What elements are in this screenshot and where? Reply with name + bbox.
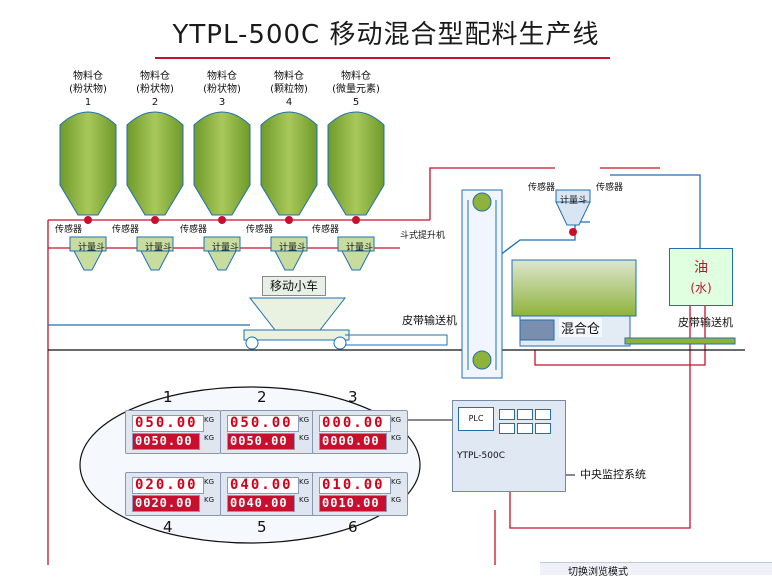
- cart-label: 移动小车: [262, 276, 326, 296]
- oil-label: 油: [694, 260, 708, 276]
- silo-label-2: 物料仓(粉状物)2: [136, 71, 174, 108]
- meter-label-2: 计量斗: [145, 243, 173, 253]
- water-label: (水): [690, 281, 712, 295]
- panel-number-1: 1: [163, 388, 173, 406]
- liquid-hopper: [555, 189, 591, 226]
- panel-2-total: 0050.00: [227, 433, 295, 450]
- taskbar-mode-label[interactable]: 切换浏览模式: [568, 567, 628, 578]
- oil-tank: 油 (水): [669, 248, 733, 306]
- display-panel-6: 010.00 KG 0010.00 KG: [312, 472, 408, 516]
- cabinet-button[interactable]: [499, 423, 515, 434]
- panel-3-unit: KG: [391, 416, 402, 424]
- meter-label-5: 计量斗: [346, 243, 374, 253]
- panel-3-unit-2: KG: [391, 434, 402, 442]
- panel-3-value: 000.00: [319, 415, 391, 432]
- panel-2-value: 050.00: [227, 415, 299, 432]
- sensor-label-6: 传感器: [528, 183, 556, 193]
- panel-6-unit-2: KG: [391, 496, 402, 504]
- mixer-drum: [511, 259, 637, 347]
- title-underline: [155, 57, 610, 59]
- panel-6-total: 0010.00: [319, 495, 387, 512]
- panel-6-value: 010.00: [319, 477, 391, 494]
- panel-1-value: 050.00: [132, 415, 204, 432]
- panel-number-6: 6: [348, 518, 358, 536]
- panel-5-unit-2: KG: [299, 496, 310, 504]
- panel-3-total: 0000.00: [319, 433, 387, 450]
- conveyor-right-label: 皮带输送机: [678, 316, 733, 329]
- meter-label-3: 计量斗: [212, 243, 240, 253]
- cabinet-model: YTPL-500C: [457, 451, 505, 461]
- panel-5-total: 0040.00: [227, 495, 295, 512]
- panel-4-unit: KG: [204, 478, 215, 486]
- sensor-label-3: 传感器: [180, 225, 208, 235]
- bucket-elevator: [461, 189, 503, 379]
- belt-conveyor-right: [624, 337, 736, 345]
- panel-5-unit: KG: [299, 478, 310, 486]
- mobile-cart: [243, 297, 350, 350]
- display-panel-3: 000.00 KG 0000.00 KG: [312, 410, 408, 454]
- sensor-label-4: 传感器: [246, 225, 274, 235]
- panel-5-value: 040.00: [227, 477, 299, 494]
- display-panel-1: 050.00 KG 0050.00 KG: [125, 410, 221, 454]
- cabinet-button[interactable]: [499, 409, 515, 420]
- conveyor-left-label: 皮带输送机: [402, 314, 457, 327]
- panel-4-unit-2: KG: [204, 496, 215, 504]
- cabinet-button[interactable]: [517, 409, 533, 420]
- meter-label-1: 计量斗: [78, 243, 106, 253]
- panel-2-unit-2: KG: [299, 434, 310, 442]
- sensor-dots: [84, 216, 577, 236]
- panel-1-unit-2: KG: [204, 434, 215, 442]
- panel-number-4: 4: [163, 518, 173, 536]
- sensor-label-5: 传感器: [312, 225, 340, 235]
- silo-label-1: 物料仓(粉状物)1: [69, 71, 107, 108]
- sensor-label-1: 传感器: [55, 225, 83, 235]
- panel-number-5: 5: [257, 518, 267, 536]
- belt-conveyor-left: [345, 334, 448, 346]
- panel-1-total: 0050.00: [132, 433, 200, 450]
- meter-label-6: 计量斗: [560, 196, 588, 206]
- mixer-label: 混合仓: [559, 318, 603, 337]
- elevator-label: 斗式提升机: [400, 231, 446, 241]
- silo-label-4: 物料仓(颗粒物)4: [270, 71, 308, 108]
- weigh-hoppers: [69, 236, 375, 271]
- panel-6-unit: KG: [391, 478, 402, 486]
- display-panel-4: 020.00 KG 0020.00 KG: [125, 472, 221, 516]
- silo-label-3: 物料仓(粉状物)3: [203, 71, 241, 108]
- display-panel-2: 050.00 KG 0050.00 KG: [220, 410, 316, 454]
- plc-screen: PLC: [458, 407, 494, 431]
- silos: [59, 111, 385, 216]
- cabinet-button[interactable]: [517, 423, 533, 434]
- taskbar: 切换浏览模式: [540, 562, 772, 578]
- panel-4-value: 020.00: [132, 477, 204, 494]
- page-title: YTPL-500C 移动混合型配料生产线: [172, 20, 600, 50]
- control-cabinet: PLC YTPL-500C: [452, 400, 566, 492]
- cabinet-button[interactable]: [535, 409, 551, 420]
- panel-number-3: 3: [348, 388, 358, 406]
- panel-1-unit: KG: [204, 416, 215, 424]
- panel-4-total: 0020.00: [132, 495, 200, 512]
- control-system-label: 中央监控系统: [580, 468, 646, 481]
- meter-label-4: 计量斗: [279, 243, 307, 253]
- sensor-label-7: 传感器: [596, 183, 624, 193]
- cabinet-button[interactable]: [535, 423, 551, 434]
- panel-number-2: 2: [257, 388, 267, 406]
- silo-label-5: 物料仓(微量元素)5: [332, 71, 380, 108]
- panel-2-unit: KG: [299, 416, 310, 424]
- sensor-label-2: 传感器: [112, 225, 140, 235]
- display-panel-5: 040.00 KG 0040.00 KG: [220, 472, 316, 516]
- red-piping: [47, 167, 706, 565]
